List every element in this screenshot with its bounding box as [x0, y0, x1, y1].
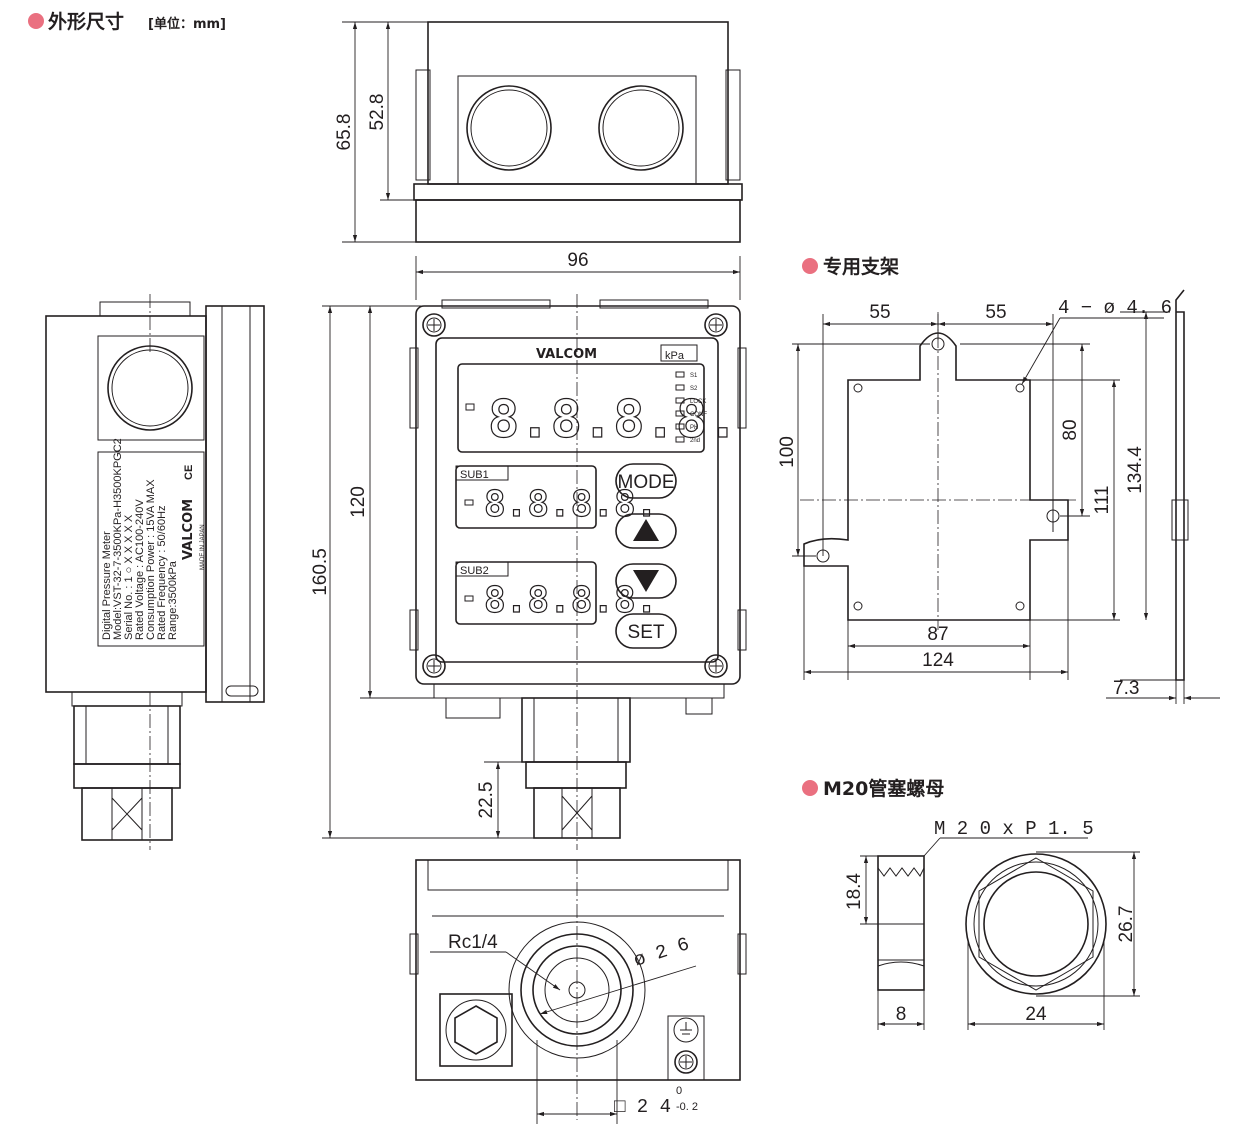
- sub2-label: SUB2: [460, 565, 489, 577]
- unit-label: kPa: [665, 350, 685, 362]
- bottom-view: Rc1/4 ø 2 6 □ 2 4 0 -0. 2: [409, 859, 747, 1124]
- dim-top-body-height: 52.8: [367, 94, 388, 131]
- nameplate: Digital Pressure Meter Model:VST-32-7-35…: [101, 438, 206, 640]
- dim-bracket-thickness: 7.3: [1113, 678, 1139, 699]
- nut-title: M20管塞螺母: [823, 777, 944, 800]
- bracket-title: 专用支架: [823, 255, 899, 278]
- sub1-label: SUB1: [460, 469, 489, 481]
- indicator-label: CONF: [690, 412, 707, 418]
- dim-top-total-height: 65.8: [334, 114, 355, 151]
- outline-title: 外形尺寸: [48, 10, 124, 33]
- nameplate-line: Serial No. : 1 ○ X X X X X: [123, 514, 135, 640]
- cable-gland-plug-left: [466, 85, 552, 171]
- sub1-display: 8.8.8.8.: [484, 484, 657, 525]
- sub2-display-frame: [455, 561, 597, 625]
- dim-total-height: 160.5: [310, 548, 331, 596]
- dim-bracket-left: 55: [869, 302, 890, 323]
- dim-bracket-outer-h: 134.4: [1125, 446, 1146, 494]
- ground-icon: [673, 1017, 699, 1043]
- dim-port-length: 22.5: [476, 782, 497, 819]
- dim-bracket-hole-pitch-v: 80: [1060, 419, 1081, 440]
- indicator-label: LOCK: [690, 399, 706, 405]
- screw-icon: [704, 654, 728, 678]
- set-button[interactable]: SET: [615, 613, 677, 649]
- sub1-display-frame: [455, 465, 597, 529]
- indicator-label: PH: [690, 425, 698, 431]
- dim-nut-across-flats: 24: [1025, 1004, 1047, 1025]
- dim-bracket-width: 124: [922, 650, 954, 671]
- section-title-nut: M20管塞螺母: [802, 777, 944, 800]
- nut-drawing: M 2 0 x P 1. 5 18.4 8 26.7 24: [844, 818, 1140, 1030]
- set-button-label: SET: [628, 622, 665, 643]
- cable-gland-plug-right: [598, 85, 684, 171]
- ce-mark: CE: [183, 465, 195, 480]
- indicator-label: 2nd: [690, 438, 700, 444]
- dim-bracket-height: 100: [777, 436, 798, 468]
- top-view: 65.8 52.8: [334, 21, 743, 243]
- hex-tolerance-upper: 0: [676, 1085, 682, 1097]
- front-view: VALCOM kPa 8.8.8.8. S1 S2 LOCK CONF PH 2…: [310, 250, 747, 850]
- indicator-label: S2: [690, 386, 698, 392]
- hex-size-label: □ 2 4: [614, 1096, 671, 1118]
- bullet-icon: [802, 780, 818, 796]
- dim-nut-across-corners: 26.7: [1116, 906, 1137, 943]
- bullet-icon: [28, 13, 44, 29]
- nameplate-line: Consumption Power : 15VA MAX: [145, 479, 157, 640]
- outline-unit: [单位：mm]: [148, 16, 226, 32]
- down-button[interactable]: [615, 563, 677, 599]
- port-thread-label: Rc1/4: [448, 932, 498, 953]
- section-title-outline: 外形尺寸 [单位：mm]: [28, 10, 226, 33]
- dim-nut-height: 18.4: [844, 873, 865, 910]
- screw-icon: [674, 1050, 698, 1074]
- dim-bracket-holes: 4 − ø 4. 6: [1058, 297, 1172, 319]
- nameplate-line: Model:VST-32-7-3500KPa-H3500KPGC2: [112, 438, 124, 640]
- mode-button[interactable]: MODE: [615, 463, 677, 499]
- nameplate-origin: MADE IN JAPAN: [200, 524, 206, 570]
- dim-bracket-hole-pitch-h: 87: [927, 624, 948, 645]
- bullet-icon: [802, 258, 818, 274]
- up-button[interactable]: [615, 513, 677, 549]
- port-diameter-label: ø 2 6: [631, 933, 692, 972]
- screw-icon: [422, 313, 446, 337]
- screw-icon: [704, 313, 728, 337]
- nut-thread-label: M 2 0 x P 1. 5: [934, 818, 1094, 840]
- dim-body-height: 120: [348, 486, 369, 518]
- mode-button-label: MODE: [618, 472, 675, 493]
- nameplate-line: Rated Voltage : AC100-240V: [134, 499, 146, 640]
- up-arrow-icon: [633, 519, 659, 541]
- side-view: Digital Pressure Meter Model:VST-32-7-35…: [45, 294, 265, 850]
- nameplate-brand: VALCOM: [181, 499, 196, 560]
- indicator-leds: S1 S2 LOCK CONF PH 2nd: [675, 371, 707, 444]
- main-display-frame: [457, 363, 705, 453]
- main-display: 8.8.8.8.: [488, 390, 738, 450]
- dim-bracket-inner-h: 111: [1092, 486, 1113, 515]
- front-brand: VALCOM: [536, 347, 597, 362]
- screw-icon: [422, 654, 446, 678]
- nameplate-line: Digital Pressure Meter: [101, 531, 113, 640]
- section-title-bracket: 专用支架: [802, 255, 899, 278]
- dim-bracket-right: 55: [985, 302, 1006, 323]
- indicator-label: S1: [690, 373, 698, 379]
- dim-nut-thickness: 8: [896, 1004, 907, 1025]
- dim-width: 96: [567, 250, 588, 271]
- down-arrow-icon: [633, 570, 659, 592]
- nameplate-line: Rated Frequency : 50/60Hz: [156, 505, 168, 640]
- hex-tolerance-lower: -0. 2: [676, 1101, 698, 1113]
- nameplate-line: Range:3500kPa: [167, 560, 179, 640]
- bracket-drawing: 55 55 4 − ø 4. 6 100 80 111 134.4 87 124…: [777, 289, 1220, 704]
